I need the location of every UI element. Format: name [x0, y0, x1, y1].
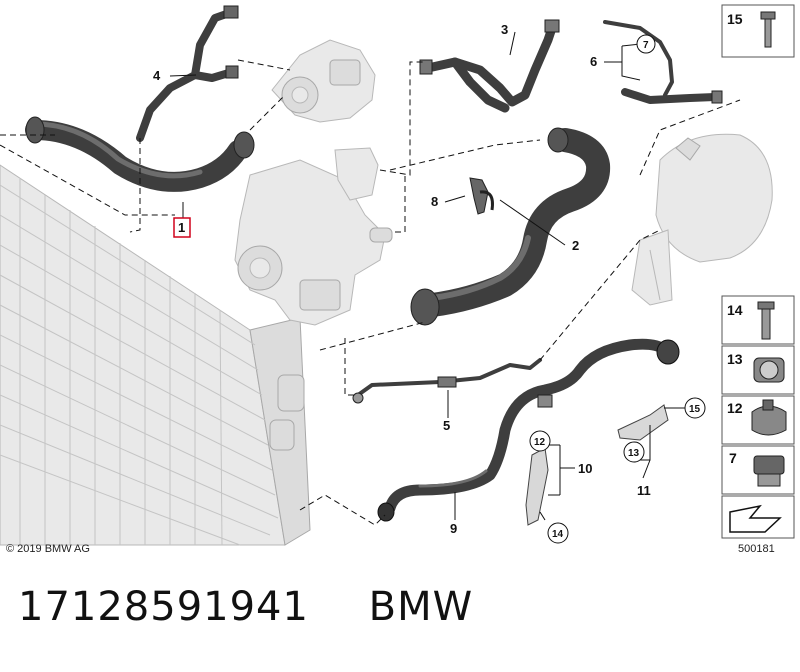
- svg-text:13: 13: [727, 351, 743, 367]
- side-item-12: 12: [721, 395, 795, 445]
- callout-8: 8: [431, 194, 438, 209]
- callouts: 1 2 3 4 5 6 8 9 10 11 7 15 12 13 14: [153, 22, 706, 544]
- radiator: [0, 164, 311, 546]
- svg-text:12: 12: [727, 400, 743, 416]
- callout-2: 2: [572, 238, 579, 253]
- turbocharger: [271, 39, 376, 123]
- callout-10: 10: [578, 461, 592, 476]
- brand-name: BMW: [368, 584, 474, 630]
- callout-4: 4: [153, 68, 161, 83]
- screw-icon: [757, 301, 775, 340]
- callout-9: 9: [450, 521, 457, 536]
- side-item-14: 14: [721, 295, 795, 345]
- callout-11: 11: [637, 483, 651, 498]
- callout-6: 6: [590, 54, 597, 69]
- footer: 17128591941 BMW: [18, 584, 519, 644]
- line-part-6: [603, 20, 723, 104]
- hose-part-9: [377, 338, 680, 522]
- holder-icon: [753, 455, 785, 487]
- water-pump-housing: [234, 147, 393, 326]
- clip-part-8: [469, 177, 494, 215]
- bracket-part-11: [617, 404, 669, 441]
- clamp-icon: [751, 399, 787, 436]
- bracket-part-10: [525, 447, 549, 526]
- part-number: 17128591941: [18, 584, 309, 630]
- copyright: © 2019 BMW AG: [6, 543, 90, 555]
- hose-part-2: [410, 127, 611, 326]
- callout-leaders: [169, 31, 686, 521]
- callout-7-circled: 7: [643, 40, 649, 51]
- grommet-icon: [753, 357, 785, 383]
- arrow-icon: [729, 504, 782, 533]
- highlight-box-part-1: [173, 217, 191, 238]
- side-parts-panel: 15 14 13 12: [721, 4, 795, 555]
- callout-3: 3: [501, 22, 508, 37]
- dashed-leaders: [0, 59, 741, 526]
- callout-1: 1: [178, 220, 185, 235]
- side-item-13: 13: [721, 345, 795, 395]
- svg-text:14: 14: [727, 302, 743, 318]
- hose-part-3: [419, 19, 560, 113]
- side-item-7: 7: [721, 445, 795, 495]
- svg-text:7: 7: [729, 450, 737, 466]
- expansion-tank: [631, 133, 773, 306]
- bolt-icon: [760, 11, 776, 48]
- callout-14-circled: 14: [552, 529, 564, 540]
- side-item-15: 15: [721, 4, 795, 58]
- hose-part-1: [25, 116, 255, 192]
- side-item-arrow: [721, 495, 795, 539]
- callout-13-circled: 13: [628, 448, 640, 459]
- callout-15-circled: 15: [689, 404, 701, 415]
- callout-12-circled: 12: [534, 437, 546, 448]
- image-number: 500181: [738, 543, 775, 555]
- line-part-5: [352, 358, 542, 404]
- svg-text:15: 15: [727, 11, 743, 27]
- callout-5: 5: [443, 418, 450, 433]
- parts-diagram: 1 2 3 4 5 6 8 9 10 11 7 15 12 13 14 15: [0, 4, 795, 555]
